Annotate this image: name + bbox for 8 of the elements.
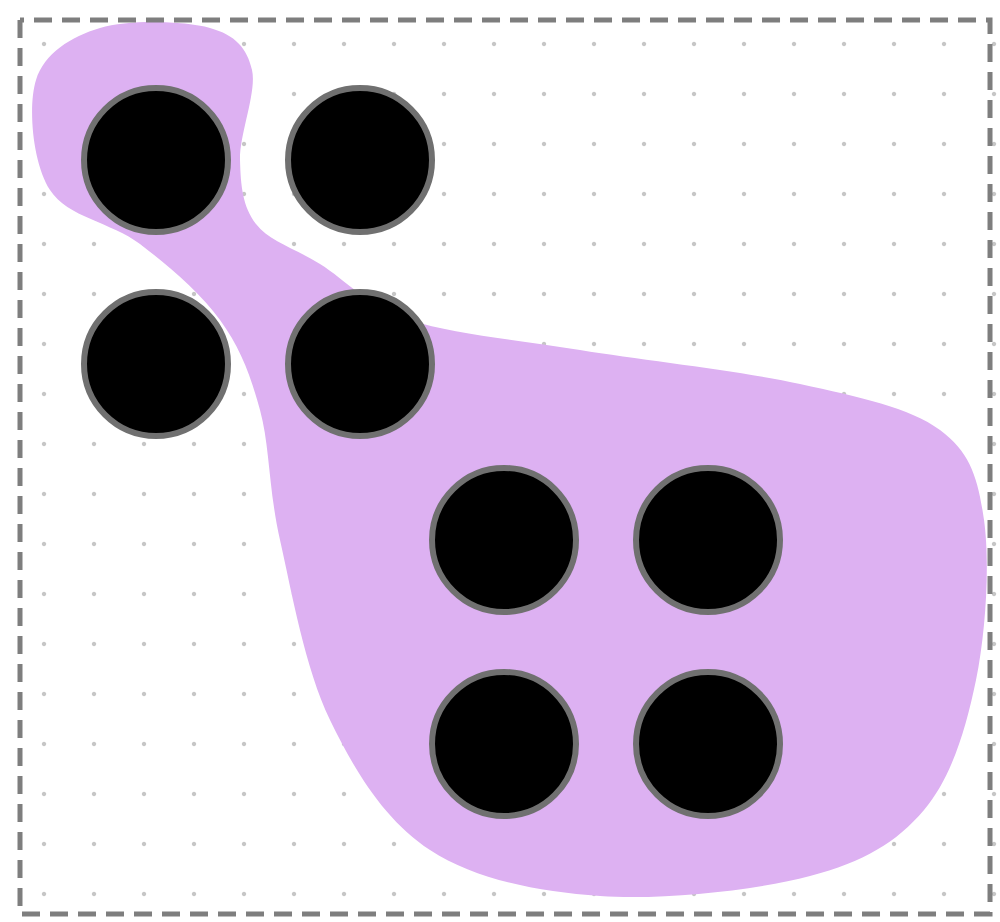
- circle: [429, 669, 579, 819]
- circle: [633, 465, 783, 615]
- circle: [81, 289, 231, 439]
- circle: [285, 85, 435, 235]
- circle: [429, 465, 579, 615]
- circle: [285, 289, 435, 439]
- circle: [633, 669, 783, 819]
- circle: [81, 85, 231, 235]
